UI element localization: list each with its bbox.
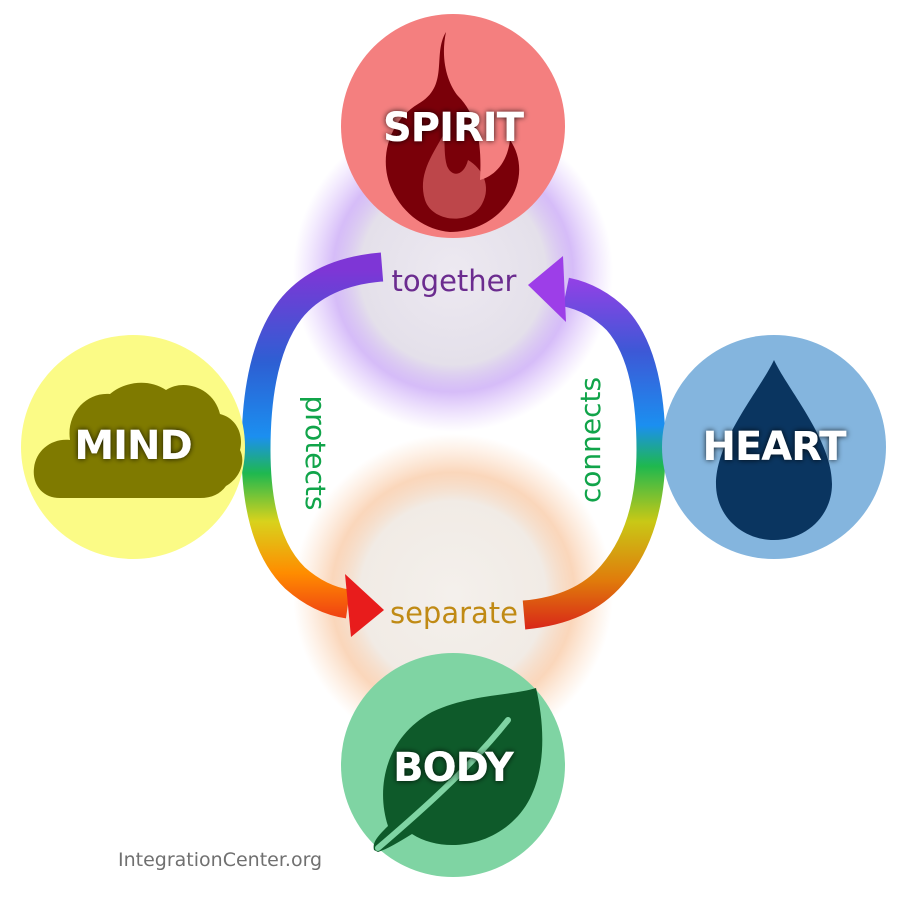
flame-icon xyxy=(385,32,520,232)
spirit-node: SPIRIT xyxy=(341,14,565,238)
separate-label: separate xyxy=(390,596,518,630)
spirit-label: SPIRIT xyxy=(383,105,525,151)
connects-label: connects xyxy=(574,377,607,503)
mind-label: MIND xyxy=(74,423,191,469)
separate-glow xyxy=(293,434,613,754)
heart-node: HEART xyxy=(662,335,886,559)
water-drop-icon xyxy=(716,360,832,540)
protects-arrow-head xyxy=(345,574,384,637)
protects-label: protects xyxy=(299,396,332,511)
body-label: BODY xyxy=(393,745,515,791)
heart-label: HEART xyxy=(702,424,847,470)
protects-arrow xyxy=(241,252,384,619)
cloud-icon xyxy=(33,382,243,498)
body-node: BODY xyxy=(341,653,565,877)
connects-arrow-head xyxy=(528,256,566,322)
site-credit: IntegrationCenter.org xyxy=(118,849,322,871)
connects-arrow xyxy=(522,277,666,630)
together-label: together xyxy=(392,264,517,298)
mind-node: MIND xyxy=(21,335,245,559)
